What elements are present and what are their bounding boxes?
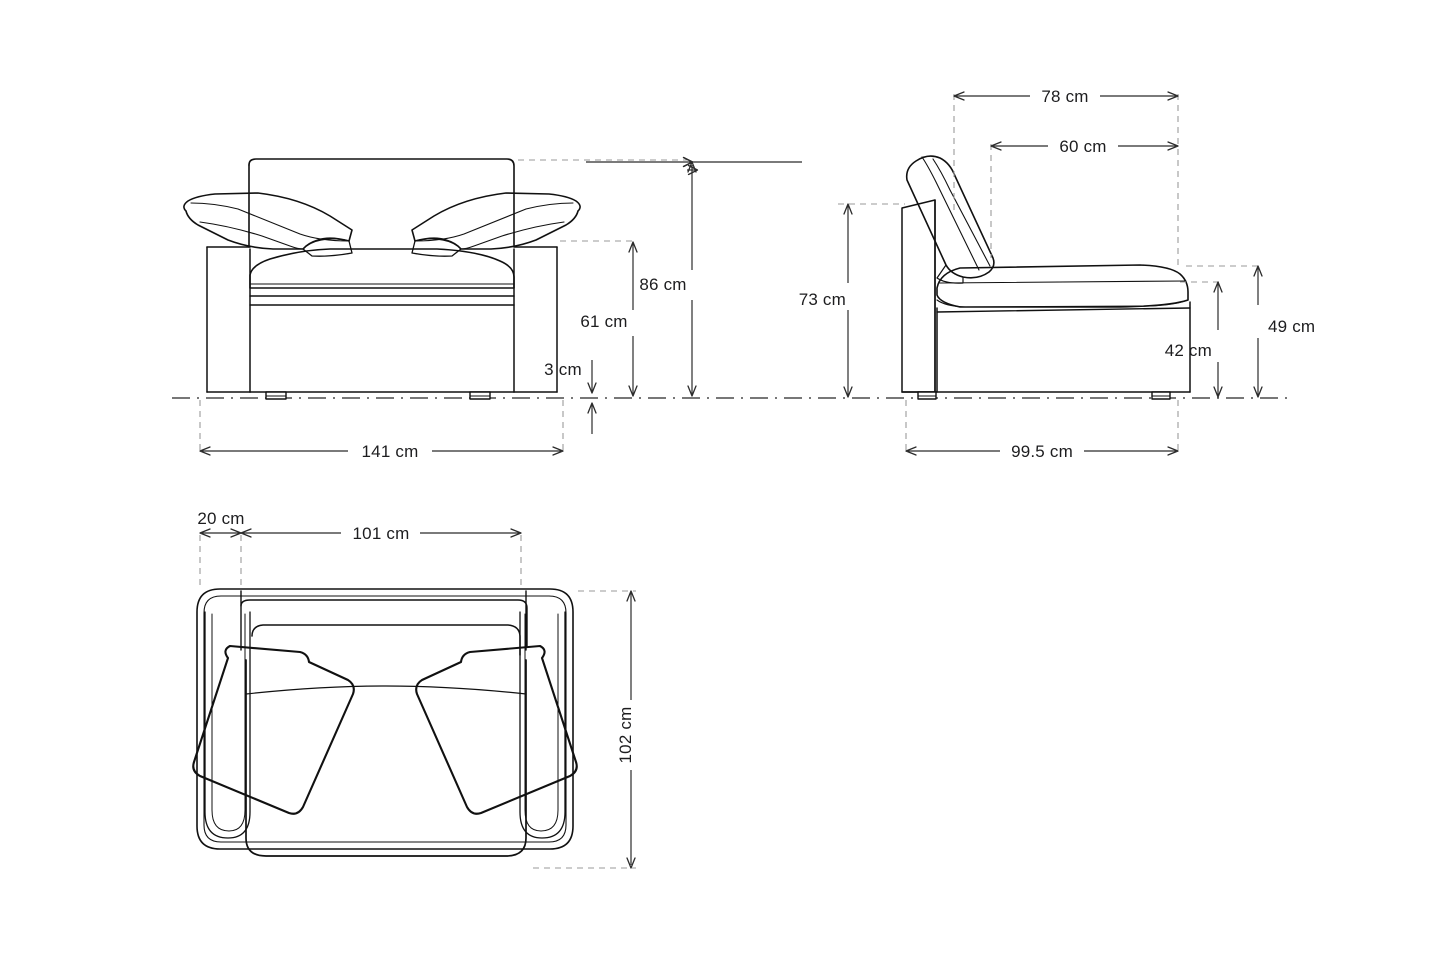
dim-label-78: 78 cm — [1041, 87, 1088, 106]
top-left-arm-rail-inner — [211, 613, 246, 832]
front-view — [183, 158, 581, 400]
side-base-box — [936, 301, 1191, 393]
dim-label-73: 73 cm — [799, 290, 846, 309]
front-right-arm-inner-pad — [411, 238, 462, 257]
dim-label-86: 86 cm — [639, 275, 686, 294]
dim-label-61: 61 cm — [580, 312, 627, 331]
front-seat-cushion — [249, 248, 515, 289]
dim-front-overall-width: 141 cm — [199, 442, 564, 461]
top-back-band-1 — [240, 590, 527, 651]
dim-label-42: 42 cm — [1165, 341, 1212, 360]
side-back-cushion-seam-a — [921, 156, 980, 271]
dim-side-depth-60: 60 cm — [990, 137, 1179, 156]
side-back-cushion-seam-b — [932, 158, 991, 267]
dim-front-leg-height: 3 cm — [544, 360, 597, 434]
dim-side-depth-78: 78 cm — [953, 87, 1179, 106]
dim-label-49: 49 cm — [1268, 317, 1315, 336]
dim-front-overall-height: 86 cm — [586, 156, 802, 397]
top-back-band-2 — [240, 599, 528, 647]
top-view — [192, 588, 578, 857]
dim-top-arm-width: 20 cm — [197, 509, 244, 538]
dim-label-60: 60 cm — [1059, 137, 1106, 156]
front-right-arm-crease-b — [460, 221, 565, 250]
side-feet — [917, 391, 1171, 400]
top-dimensions: 20 cm 101 cm 102 cm — [197, 509, 636, 869]
dim-label-102: 102 cm — [616, 707, 635, 764]
top-outer-shell — [196, 588, 574, 850]
dim-label-99-5: 99.5 cm — [1011, 442, 1073, 461]
dim-top-inner-width: 101 cm — [240, 524, 522, 543]
dim-label-20: 20 cm — [197, 509, 244, 528]
side-base-front-edge — [936, 307, 1191, 313]
dim-side-back-height: 73 cm — [799, 203, 853, 398]
dim-side-seat-base-height: 42 cm — [1165, 281, 1223, 398]
front-backrest — [248, 158, 515, 246]
front-dimensions: 86 cm 61 cm 3 cm 141 cm — [199, 156, 802, 461]
dim-label-141: 141 cm — [362, 442, 419, 461]
dim-label-3: 3 cm — [544, 360, 582, 379]
dim-top-overall-depth: 102 cm — [616, 590, 636, 869]
dim-front-seatback-height: 61 cm — [580, 241, 638, 397]
front-feet — [265, 391, 491, 400]
top-left-arm-cushion-fold — [302, 661, 355, 808]
dim-side-overall-depth: 99.5 cm — [905, 442, 1179, 461]
top-seat-area — [245, 659, 527, 857]
front-left-arm-crease-b — [199, 221, 304, 250]
top-right-arm-cushion-fold — [415, 661, 468, 808]
front-right-arm-crease-a — [414, 202, 574, 242]
dim-label-101: 101 cm — [353, 524, 410, 543]
top-left-arm-rail — [204, 611, 251, 839]
top-outer-shell-inner — [203, 595, 567, 843]
top-seat-front-lip — [245, 685, 527, 695]
dim-side-seat-top-height: 49 cm — [1253, 265, 1315, 398]
front-left-arm-crease-a — [190, 202, 350, 242]
side-dimensions: 78 cm 60 cm 73 cm 49 cm — [799, 87, 1315, 461]
side-view — [901, 155, 1191, 400]
side-seat-seam-top — [939, 280, 1187, 284]
top-right-arm-rail — [519, 611, 566, 839]
side-seat-seam-bottom — [936, 299, 1189, 308]
front-left-arm-inner-pad — [302, 238, 353, 257]
top-right-arm-rail-inner — [524, 613, 559, 832]
